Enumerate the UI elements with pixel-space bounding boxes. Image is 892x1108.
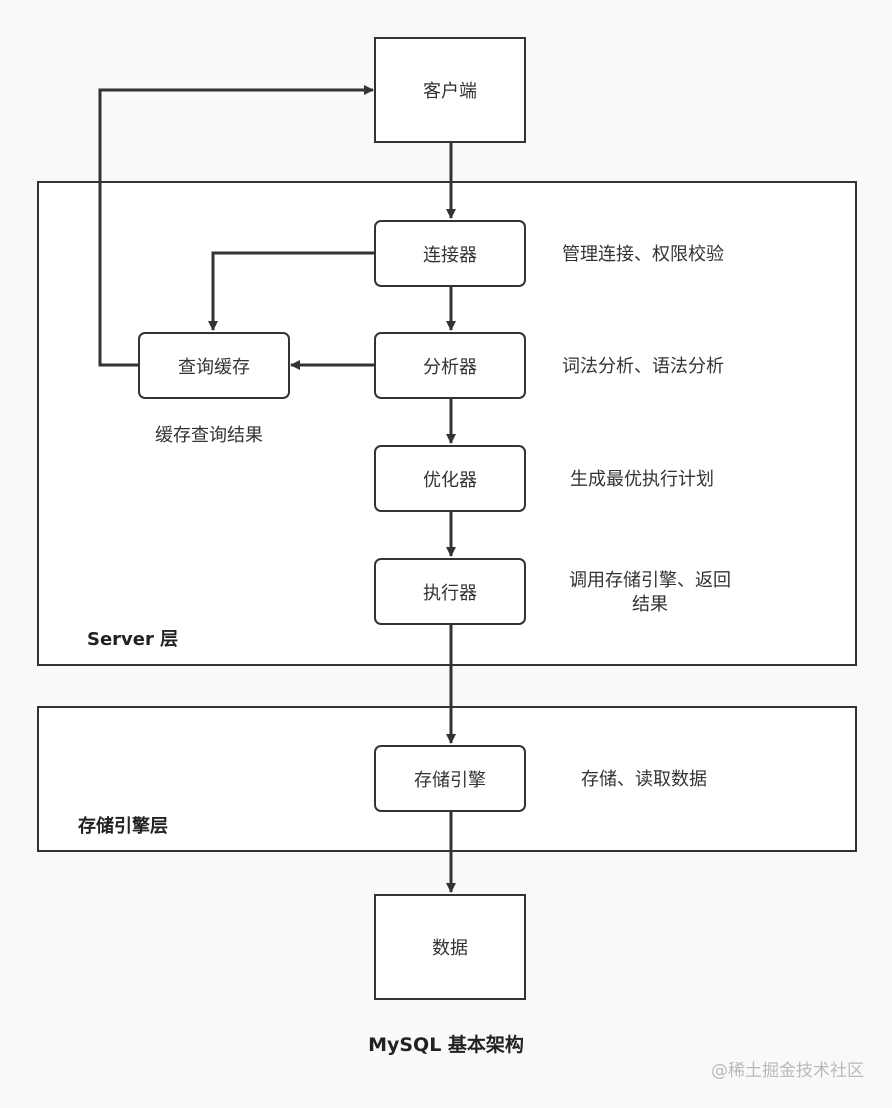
storage-engine-layer-label: 存储引擎层 xyxy=(78,816,168,837)
edge-connector-to-query-cache xyxy=(208,251,375,331)
analyzer-node: 分析器 xyxy=(374,332,526,399)
executor-node: 执行器 xyxy=(374,558,526,625)
storage-engine-node: 存储引擎 xyxy=(374,745,526,812)
diagram-caption: MySQL 基本架构 xyxy=(368,1034,524,1056)
optimizer-node: 优化器 xyxy=(374,445,526,512)
executor-note-line-2: 结果 xyxy=(632,594,668,615)
executor-note: 调用存储引擎、返回 结果 xyxy=(555,569,745,617)
storage-engine-note: 存储、读取数据 xyxy=(581,769,707,790)
data-node: 数据 xyxy=(374,894,526,1000)
connector-node: 连接器 xyxy=(374,220,526,287)
watermark-text: @稀土掘金技术社区 xyxy=(711,1061,864,1081)
query-cache-note: 缓存查询结果 xyxy=(155,425,263,446)
server-layer-label: Server 层 xyxy=(87,629,179,650)
optimizer-note: 生成最优执行计划 xyxy=(570,469,714,490)
connector-note: 管理连接、权限校验 xyxy=(562,244,724,265)
edge-query-cache-to-client xyxy=(98,85,374,367)
query-cache-node: 查询缓存 xyxy=(138,332,290,399)
client-node: 客户端 xyxy=(374,37,526,143)
executor-note-line-1: 调用存储引擎、返回 xyxy=(569,570,731,591)
analyzer-note: 词法分析、语法分析 xyxy=(562,356,724,377)
